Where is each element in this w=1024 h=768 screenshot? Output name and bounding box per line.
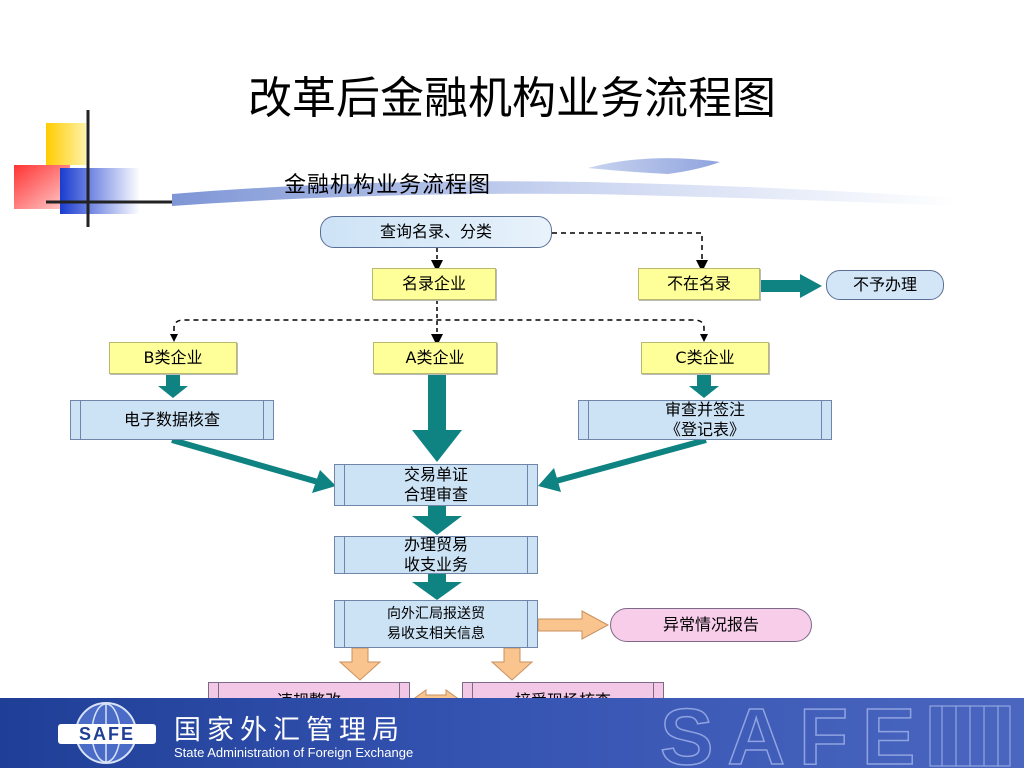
org-name-cn: 国家外汇管理局 — [174, 715, 405, 746]
node-doc-review-line1: 交易单证 — [403, 465, 468, 484]
node-report-info-line1: 向外汇局报送贸 — [387, 606, 485, 622]
node-electronic-check-label: 电子数据核查 — [123, 410, 220, 429]
node-class-a: A类企业 — [373, 342, 497, 374]
svg-text:SAFE: SAFE — [660, 698, 929, 768]
diagram-subtitle: 金融机构业务流程图 — [284, 173, 492, 198]
node-review-sign-line1: 审查并签注 — [664, 400, 745, 419]
node-not-listed: 不在名录 — [638, 268, 760, 300]
connector-query-notlisted — [552, 232, 708, 272]
node-rejected-label: 不予办理 — [852, 275, 917, 294]
arrow-echeck-docreview — [171, 437, 319, 485]
node-report-info: 向外汇局报送贸 易收支相关信息 — [334, 600, 538, 648]
arrow-report-abnormal — [537, 610, 610, 640]
arrow-docreview-handle — [412, 506, 462, 535]
arrow-c-review — [689, 374, 719, 398]
node-class-b: B类企业 — [109, 342, 237, 374]
node-abnormal-report-label: 异常情况报告 — [662, 615, 759, 634]
node-listed: 名录企业 — [372, 268, 496, 300]
node-listed-label: 名录企业 — [401, 274, 466, 293]
node-class-b-label: B类企业 — [143, 348, 203, 367]
arrow-notlisted-rejected — [760, 274, 822, 298]
node-handle-business: 办理贸易 收支业务 — [334, 535, 538, 574]
node-query: 查询名录、分类 — [320, 216, 552, 248]
arrow-review-docreview — [555, 437, 707, 484]
arrow-handle-report — [412, 574, 462, 600]
arrow-b-echeck — [158, 374, 188, 398]
node-electronic-check: 电子数据核查 — [70, 400, 274, 440]
arrow-report-inspect — [490, 647, 534, 681]
node-class-c: C类企业 — [641, 342, 769, 374]
arrow-report-rectify — [338, 647, 382, 681]
safe-logo-icon: SAFE — [58, 702, 156, 764]
node-query-label: 查询名录、分类 — [379, 222, 492, 241]
slide-title: 改革后金融机构业务流程图 — [248, 73, 776, 124]
node-class-c-label: C类企业 — [675, 348, 735, 367]
node-rejected: 不予办理 — [826, 270, 944, 300]
footer-band: SAFE SAFE 国家外汇管理局 State Administration o… — [0, 698, 1024, 768]
org-name-en: State Administration of Foreign Exchange — [174, 745, 414, 760]
decor-corner-graphic — [14, 110, 178, 227]
node-handle-business-line2: 收支业务 — [403, 555, 468, 574]
node-class-a-label: A类企业 — [405, 348, 465, 367]
node-abnormal-report: 异常情况报告 — [610, 608, 812, 642]
arrow-a-docreview — [412, 374, 462, 462]
node-review-sign-line2: 《登记表》 — [664, 420, 745, 439]
node-not-listed-label: 不在名录 — [666, 274, 731, 293]
svg-text:SAFE: SAFE — [79, 724, 135, 744]
node-doc-review: 交易单证 合理审查 — [334, 464, 538, 506]
node-doc-review-line2: 合理审查 — [403, 485, 468, 504]
node-handle-business-line1: 办理贸易 — [403, 535, 468, 554]
footer-watermark: SAFE — [660, 698, 1011, 768]
connector-classes-bar — [173, 319, 705, 340]
node-report-info-line2: 易收支相关信息 — [387, 626, 485, 642]
decor-swoosh — [172, 158, 958, 206]
node-review-sign: 审查并签注 《登记表》 — [578, 400, 832, 440]
